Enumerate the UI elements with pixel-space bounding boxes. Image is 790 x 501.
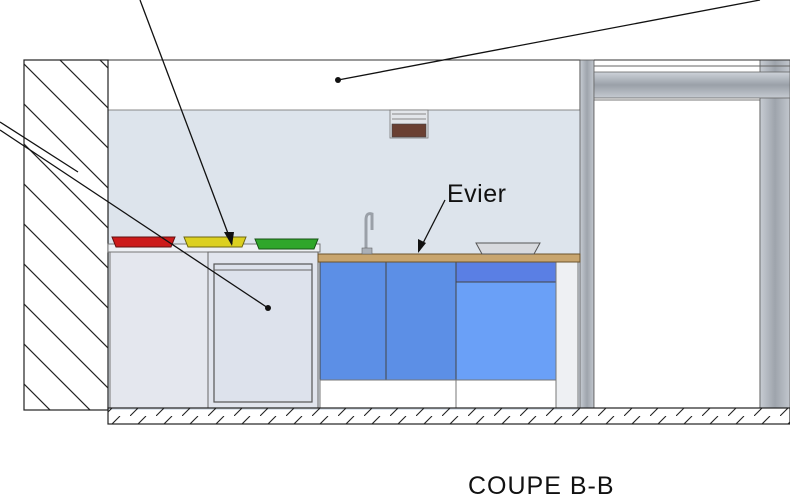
leader-line-wall	[0, 121, 79, 173]
leader-line-ceiling	[337, 0, 761, 81]
cabinet-drawer	[455, 261, 557, 283]
leader-line-tray	[139, 0, 233, 245]
cabinet-door-2	[385, 261, 457, 381]
leader-lines	[0, 0, 761, 311]
green-tray	[254, 238, 319, 250]
yellow-tray	[183, 236, 247, 248]
vent-hood-base	[391, 123, 427, 138]
left-cabinet	[109, 247, 209, 409]
floor-slab-hatched	[107, 407, 790, 425]
right-post-left	[579, 59, 595, 409]
section-title: COUPE B-B	[468, 472, 615, 500]
countertop	[317, 253, 581, 263]
red-tray	[111, 236, 176, 248]
side-panel-right	[555, 261, 579, 409]
left-wall-hatched	[23, 59, 109, 411]
cabinet-plinth	[319, 379, 579, 409]
leader-line-appliance	[0, 129, 269, 309]
sink-basin	[475, 242, 541, 255]
right-post-right	[759, 59, 790, 409]
leader-dot-ceiling	[335, 77, 341, 83]
cabinet-door-1	[319, 261, 387, 381]
sink-label: Evier	[447, 180, 507, 208]
horizontal-pipe	[593, 71, 790, 99]
cabinet-door-3	[455, 281, 557, 381]
ceiling-soffit	[107, 59, 581, 111]
leader-dot-appliance	[265, 305, 271, 311]
right-opening	[593, 99, 761, 409]
faucet	[364, 212, 374, 254]
appliance-door	[213, 263, 313, 403]
leader-arrow-tray	[224, 232, 234, 246]
leader-arrow-sink	[418, 239, 426, 253]
